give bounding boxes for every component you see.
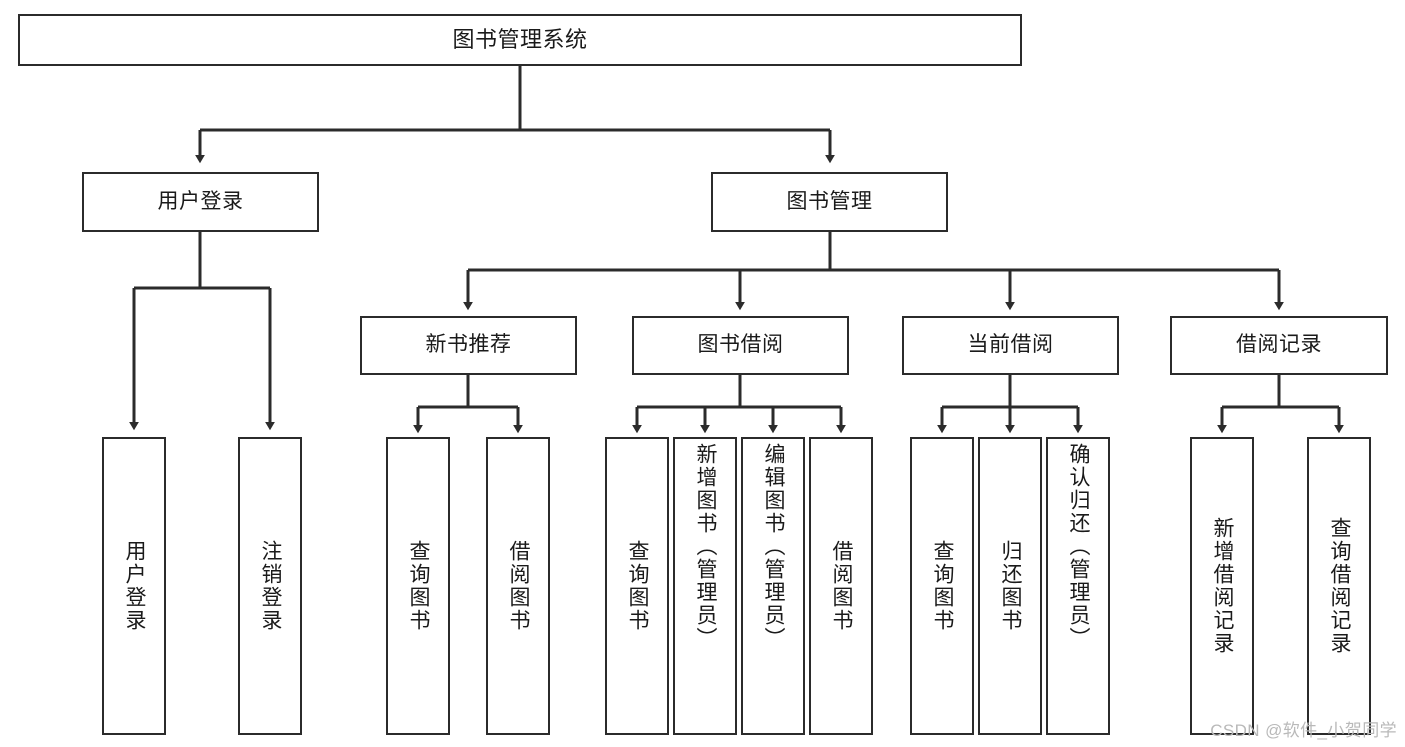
node-leaf-edit-book-label: 编辑图书（管理员） bbox=[762, 443, 786, 650]
node-current-borrow[interactable]: 当前借阅 bbox=[902, 316, 1119, 375]
node-book-management[interactable]: 图书管理 bbox=[711, 172, 948, 232]
node-new-book-recommend-label: 新书推荐 bbox=[425, 333, 512, 357]
node-root-label: 图书管理系统 bbox=[452, 27, 588, 53]
node-leaf-add-record-label: 新增借阅记录 bbox=[1211, 517, 1235, 655]
node-borrow-record[interactable]: 借阅记录 bbox=[1170, 316, 1388, 375]
node-leaf-user-login-label: 用户登录 bbox=[123, 540, 147, 632]
node-leaf-return-book[interactable]: 归还图书 bbox=[978, 437, 1042, 735]
node-book-borrow[interactable]: 图书借阅 bbox=[632, 316, 849, 375]
node-leaf-borrow-book-2-label: 借阅图书 bbox=[830, 540, 854, 632]
node-leaf-confirm-return[interactable]: 确认归还（管理员） bbox=[1046, 437, 1110, 735]
node-leaf-query-book-3-label: 查询图书 bbox=[931, 540, 955, 632]
node-root-system[interactable]: 图书管理系统 bbox=[18, 14, 1022, 66]
node-book-management-label: 图书管理 bbox=[786, 189, 873, 213]
node-leaf-add-book-label: 新增图书（管理员） bbox=[694, 443, 718, 650]
node-leaf-query-book-1[interactable]: 查询图书 bbox=[386, 437, 450, 735]
node-leaf-query-book-2-label: 查询图书 bbox=[626, 540, 650, 632]
node-leaf-add-book[interactable]: 新增图书（管理员） bbox=[673, 437, 737, 735]
node-book-borrow-label: 图书借阅 bbox=[697, 333, 784, 357]
node-leaf-query-book-3[interactable]: 查询图书 bbox=[910, 437, 974, 735]
node-leaf-borrow-book-1-label: 借阅图书 bbox=[507, 540, 531, 632]
node-leaf-edit-book[interactable]: 编辑图书（管理员） bbox=[741, 437, 805, 735]
node-user-login-label: 用户登录 bbox=[157, 189, 244, 213]
node-leaf-logout-login[interactable]: 注销登录 bbox=[238, 437, 302, 735]
node-leaf-borrow-book-1[interactable]: 借阅图书 bbox=[486, 437, 550, 735]
node-leaf-query-book-1-label: 查询图书 bbox=[407, 540, 431, 632]
node-borrow-record-label: 借阅记录 bbox=[1236, 333, 1322, 357]
node-leaf-confirm-return-label: 确认归还（管理员） bbox=[1067, 443, 1091, 650]
node-leaf-borrow-book-2[interactable]: 借阅图书 bbox=[809, 437, 873, 735]
node-leaf-add-record[interactable]: 新增借阅记录 bbox=[1190, 437, 1254, 735]
node-new-book-recommend[interactable]: 新书推荐 bbox=[360, 316, 577, 375]
node-current-borrow-label: 当前借阅 bbox=[967, 333, 1054, 357]
node-leaf-query-record-label: 查询借阅记录 bbox=[1328, 517, 1352, 655]
node-leaf-logout-login-label: 注销登录 bbox=[259, 540, 283, 632]
node-user-login[interactable]: 用户登录 bbox=[82, 172, 319, 232]
node-leaf-query-record[interactable]: 查询借阅记录 bbox=[1307, 437, 1371, 735]
node-leaf-query-book-2[interactable]: 查询图书 bbox=[605, 437, 669, 735]
node-leaf-return-book-label: 归还图书 bbox=[999, 540, 1023, 632]
node-leaf-user-login[interactable]: 用户登录 bbox=[102, 437, 166, 735]
